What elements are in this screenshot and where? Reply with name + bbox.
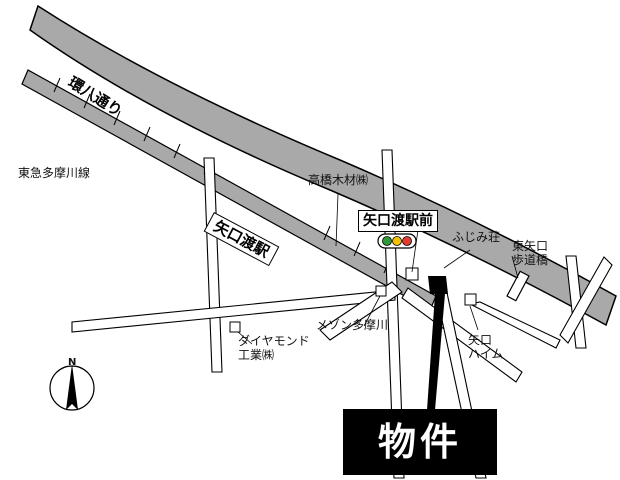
- place-diamond-1: ダイヤモンド: [238, 334, 310, 348]
- place-maison: メゾン多摩川: [316, 318, 389, 332]
- property-marker: [427, 276, 448, 410]
- local-roads: [71, 149, 613, 479]
- buildings: [229, 267, 477, 333]
- north-arrow-icon: [49, 364, 95, 411]
- place-yaguchi-2: ハイム: [468, 347, 504, 361]
- place-yaguchi-1: 矢口: [468, 333, 493, 347]
- leader-lines: [237, 193, 519, 345]
- place-footbridge-1: 東矢口: [512, 239, 549, 253]
- place-fujimiso: ふじみ荘: [452, 230, 501, 244]
- footbridge: [506, 270, 530, 302]
- kanpachi-road: [29, 4, 617, 327]
- railway-label: 東急多摩川線: [18, 166, 91, 180]
- place-takahashi: 高橋木材㈱: [308, 173, 369, 187]
- intersection-sign: 矢口渡駅前: [358, 210, 438, 232]
- property-label: 物件: [343, 409, 497, 475]
- traffic-signal-icon: [377, 233, 417, 249]
- place-diamond-2: 工業㈱: [238, 348, 275, 362]
- place-footbridge-2: 歩道橋: [512, 253, 549, 267]
- north-label: N: [68, 357, 77, 368]
